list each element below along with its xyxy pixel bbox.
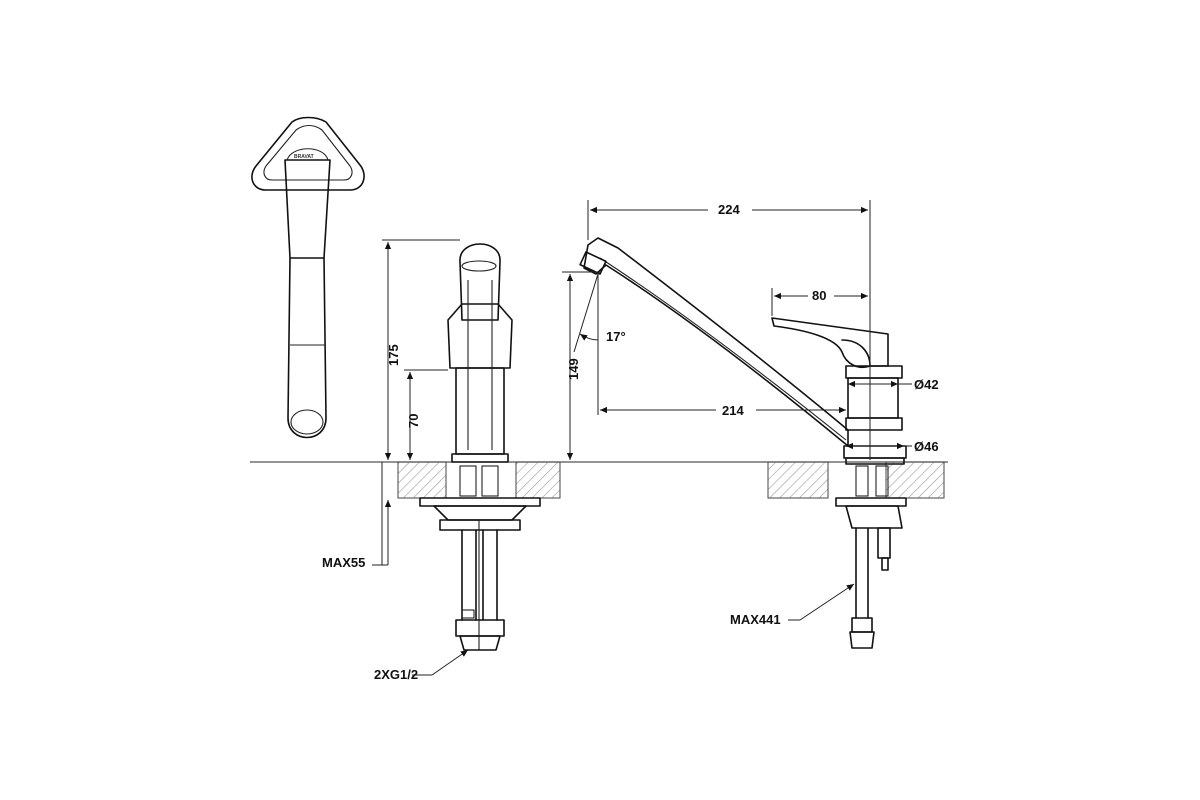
dim-handle-offset: 80 — [812, 288, 826, 303]
countertop-section-side-left — [767, 461, 829, 499]
dim-body-height: 70 — [406, 414, 421, 428]
front-view — [397, 243, 561, 651]
dim-body-diameter-upper: Ø42 — [914, 377, 939, 392]
dim-spout-reach-total: 224 — [718, 202, 740, 217]
dim-connection-thread: 2XG1/2 — [374, 667, 418, 682]
dim-spout-reach: 214 — [722, 403, 744, 418]
front-view-dimensions — [372, 239, 469, 676]
dim-spout-height: 149 — [566, 358, 581, 380]
dim-max-countertop: MAX55 — [322, 555, 365, 570]
side-view — [579, 237, 945, 649]
brand-mark: BRAVAT — [294, 154, 314, 160]
top-view: BRAVAT — [251, 116, 365, 439]
dim-spout-angle: 17° — [606, 329, 626, 344]
countertop-section-left — [397, 461, 447, 499]
countertop-section-side-right — [885, 461, 945, 499]
dim-body-diameter-base: Ø46 — [914, 439, 939, 454]
dim-total-height: 175 — [386, 344, 401, 366]
dim-max-hose-length: MAX441 — [730, 612, 781, 627]
countertop-section-right — [515, 461, 561, 499]
